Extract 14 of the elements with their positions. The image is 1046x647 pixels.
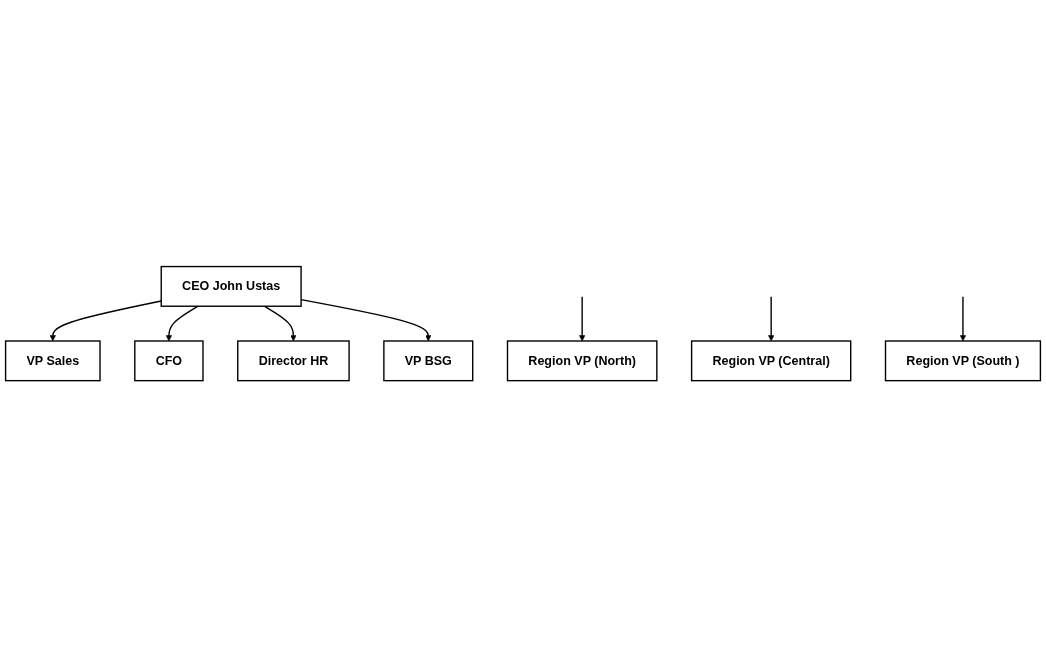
node-box: VP BSG <box>383 340 474 382</box>
node-box: CFO <box>134 340 204 382</box>
arrow <box>263 305 297 342</box>
node-box: Region VP (South ) <box>884 340 1042 382</box>
node-box: Region VP (North) <box>506 340 658 382</box>
arrow <box>579 296 586 342</box>
arrow <box>165 305 199 342</box>
node-box: Director HR <box>237 340 350 382</box>
node-box: CEO John Ustas <box>160 265 302 307</box>
node-box: Region VP (Central) <box>690 340 852 382</box>
node-box: VP Sales <box>4 340 101 382</box>
arrow <box>959 296 966 342</box>
arrow <box>49 300 162 342</box>
arrow <box>768 296 775 342</box>
